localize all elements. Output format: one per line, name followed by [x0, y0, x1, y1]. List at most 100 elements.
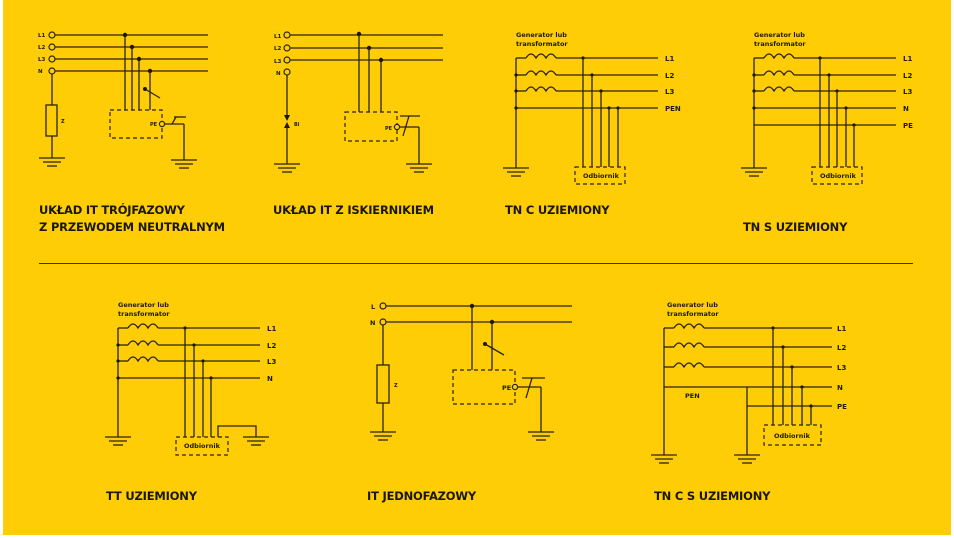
- diagram-title: IT JEDNOFAZOWY: [367, 489, 476, 503]
- conductor-label: N: [837, 384, 843, 392]
- terminal-label: L3: [274, 59, 282, 65]
- diagram-tn-c: Generator lub transformator L1 L2 L3 PEN…: [502, 31, 681, 185]
- source-label: Generator lub: [667, 301, 718, 309]
- terminal-label: N: [276, 71, 281, 77]
- diagram-tn-c-s: Generator lub transformator PE N L1 L2 L3…: [650, 301, 847, 464]
- source-label: Generator lub: [118, 301, 169, 309]
- switch-icon: [144, 88, 161, 99]
- spark-gap-icon: [284, 115, 290, 121]
- conductor-label: L2: [267, 342, 276, 350]
- diagram-tt: Generator lub transformator L1 L2 L3 N O…: [104, 301, 276, 456]
- pe-label: PE: [502, 384, 511, 392]
- terminal-label: L1: [274, 34, 282, 40]
- terminal-label: N: [38, 69, 43, 75]
- load-label: Odbiornik: [820, 172, 857, 180]
- coil-icon: [525, 53, 557, 59]
- source-label: transformator: [667, 310, 719, 318]
- title-line: UKŁAD IT TRÓJFAZOWY: [39, 203, 185, 217]
- diagram-title: TT UZIEMIONY: [106, 489, 197, 503]
- conductor-label: PE: [837, 403, 847, 411]
- ground-icon: [650, 454, 678, 464]
- coil-icon: [763, 53, 795, 59]
- coil-icon: [673, 342, 705, 348]
- coil-icon: [763, 86, 795, 92]
- conductor-label: L1: [837, 325, 846, 333]
- coil-icon: [673, 362, 705, 368]
- conductor-label: PEN: [665, 105, 681, 113]
- terminal-label: L1: [38, 33, 46, 39]
- ground-icon: [502, 167, 530, 177]
- ground-icon: [273, 163, 301, 173]
- terminal-icon: [48, 31, 56, 39]
- diagram-tn-s: Generator lub transformator L1 L2 L3 N P…: [740, 31, 913, 185]
- conductor-label: L3: [267, 358, 276, 366]
- ground-icon: [242, 436, 270, 446]
- terminal-label: L3: [38, 57, 46, 63]
- diagram-title: TN C S UZIEMIONY: [654, 489, 771, 503]
- diagram-title: TN S UZIEMIONY: [743, 220, 848, 234]
- source-label: transformator: [754, 40, 806, 48]
- conductor-label: L3: [665, 88, 674, 96]
- load-box: [763, 424, 822, 446]
- conductor-label: PE: [903, 122, 913, 130]
- ground-icon: [38, 157, 66, 167]
- conductor-label: N: [903, 105, 909, 113]
- ground-icon: [170, 159, 198, 169]
- terminal-label: L2: [38, 45, 46, 51]
- terminal-icon: [48, 55, 56, 63]
- conductor-label: L1: [267, 325, 276, 333]
- conductor-label: L1: [665, 55, 674, 63]
- diagram-title: TN C UZIEMIONY: [505, 203, 610, 217]
- terminal-label: N: [370, 319, 375, 327]
- impedance-label: Z: [394, 383, 398, 389]
- diagram-it-spark-gap: L1 L2 L3 N Bi PE: [273, 31, 443, 173]
- terminal-icon: [48, 43, 56, 51]
- diagram-it-1phase: L N Z PE: [369, 302, 572, 441]
- impedance-label: Z: [61, 119, 65, 125]
- source-label: Generator lub: [516, 31, 567, 39]
- ground-icon: [104, 436, 132, 446]
- conductor-label: L2: [837, 344, 846, 352]
- diagram-title: UKŁAD IT Z ISKIERNIKIEM: [273, 203, 434, 217]
- diagram-canvas: L1 L2 L3 N Z PE L1: [3, 0, 951, 535]
- section-divider: [39, 263, 913, 264]
- diagram-it-3phase-neutral: L1 L2 L3 N Z PE: [38, 31, 208, 169]
- ground-icon: [733, 454, 761, 464]
- diagram-title: UKŁAD IT TRÓJFAZOWY Z PRZEWODEM NEUTRALNY…: [39, 202, 225, 236]
- coil-icon: [525, 86, 557, 92]
- conductor-label: L2: [903, 72, 912, 80]
- source-label: Generator lub: [754, 31, 805, 39]
- conductor-label: L3: [837, 364, 846, 372]
- ground-icon: [527, 431, 555, 441]
- spark-gap-label: Bi: [294, 122, 300, 128]
- switch-icon: [484, 343, 505, 356]
- load-label: Odbiornik: [184, 442, 221, 450]
- impedance-icon: [45, 104, 58, 137]
- coil-icon: [127, 356, 159, 362]
- conductor-label: L1: [903, 55, 912, 63]
- load-label: Odbiornik: [774, 432, 811, 440]
- terminal-label: L: [371, 303, 375, 311]
- conductor-label: N: [267, 375, 273, 383]
- schematics: L1 L2 L3 N Z PE L1: [38, 31, 913, 464]
- terminal-label: L2: [274, 46, 282, 52]
- load-label: Odbiornik: [583, 172, 620, 180]
- load-box: [574, 166, 626, 185]
- ground-icon: [369, 431, 397, 441]
- source-label: transformator: [118, 310, 170, 318]
- coil-icon: [127, 340, 159, 346]
- source-label: transformator: [516, 40, 568, 48]
- ground-icon: [405, 163, 433, 173]
- coil-icon: [525, 70, 557, 76]
- pe-label: PE: [385, 126, 393, 132]
- coil-icon: [673, 323, 705, 329]
- load-box: [811, 166, 863, 185]
- coil-icon: [763, 70, 795, 76]
- conductor-label: L2: [665, 72, 674, 80]
- coil-icon: [127, 323, 159, 329]
- title-line: Z PRZEWODEM NEUTRALNYM: [39, 220, 225, 234]
- conductor-label: L3: [903, 88, 912, 96]
- ground-icon: [740, 167, 768, 177]
- pe-label: PE: [150, 122, 158, 128]
- terminal-icon: [48, 67, 56, 75]
